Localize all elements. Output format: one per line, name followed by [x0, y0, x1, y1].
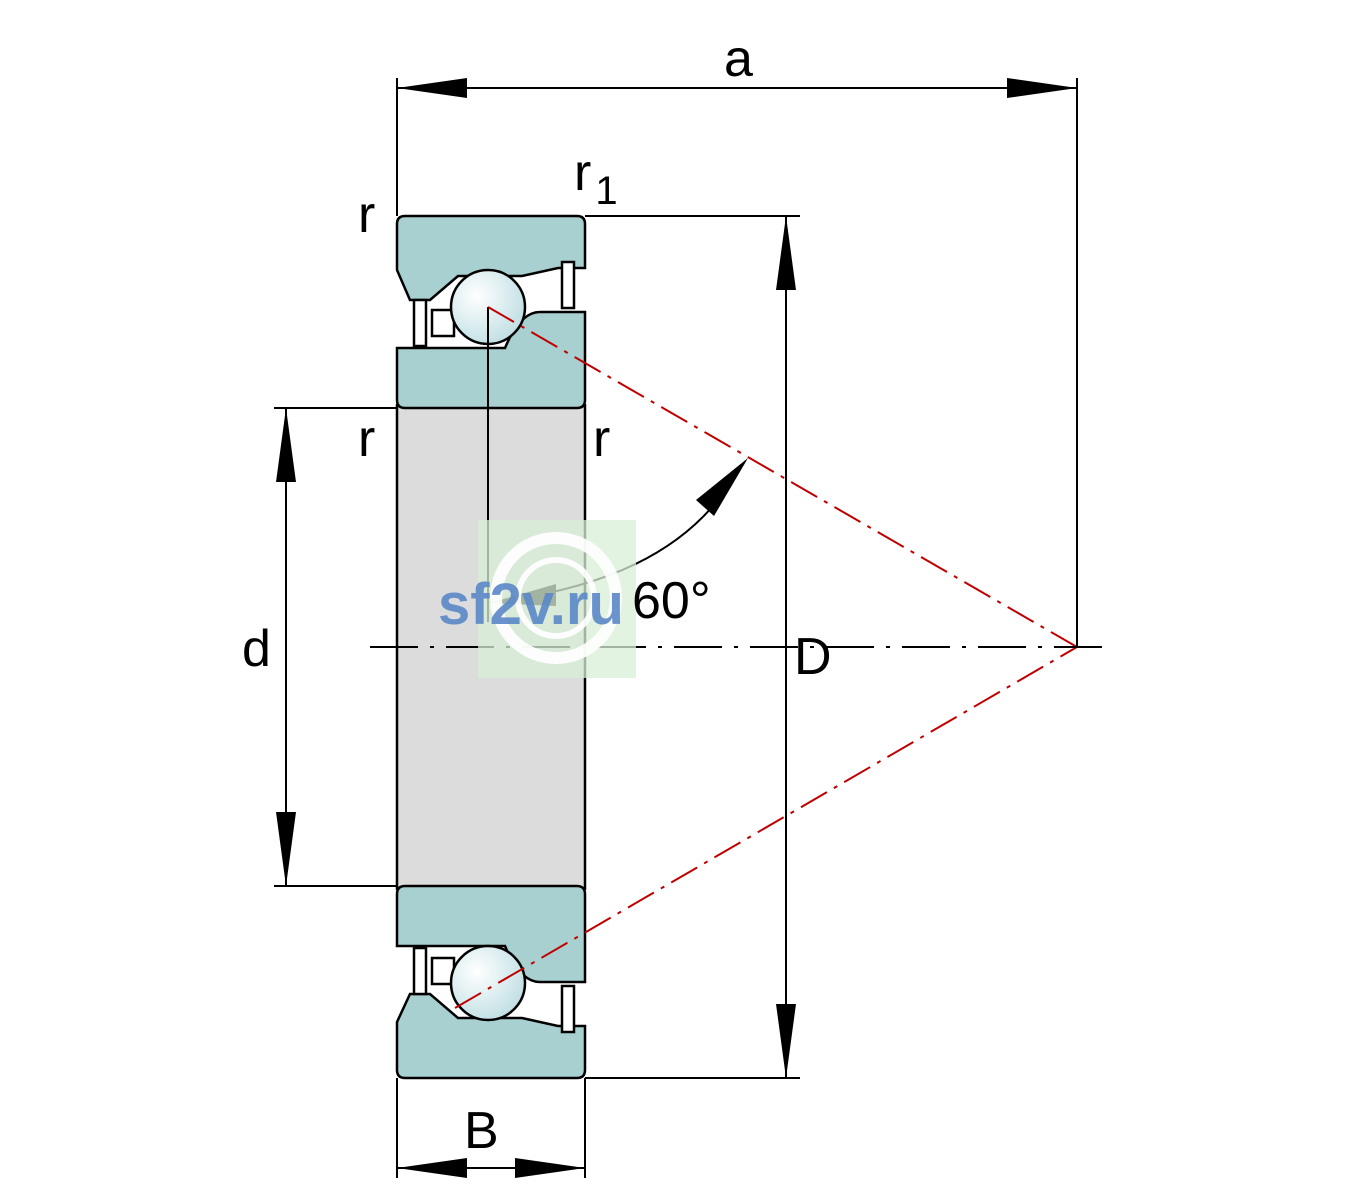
top-seal-left — [412, 298, 428, 348]
angle-arrow-head — [696, 458, 748, 516]
watermark-text: sf2v.ru — [438, 572, 624, 637]
a-arrow-right — [1007, 78, 1077, 98]
D-arrow-top — [776, 216, 796, 290]
watermark-bearing-icon — [490, 532, 622, 664]
contact-line-upper — [487, 306, 1078, 648]
contact-line-lower — [454, 646, 1078, 1009]
bottom-ring-section — [395, 884, 587, 1080]
D-arrow-bottom — [776, 1004, 796, 1078]
label-r-mid-left: r — [358, 410, 375, 468]
bottom-seal-right — [560, 984, 576, 1034]
top-seal-right — [560, 260, 576, 310]
B-arrow-left — [397, 1158, 467, 1178]
label-a: a — [724, 30, 753, 88]
watermark: sf2v.ru — [438, 520, 636, 678]
bottom-ball — [449, 944, 527, 1022]
d-arrow-bottom — [276, 812, 296, 886]
dimension-D — [585, 215, 800, 1079]
watermark-background — [478, 520, 636, 678]
bottom-housing-ring — [395, 992, 587, 1080]
label-r-top-left: r — [358, 186, 375, 244]
label-r1-base: r — [574, 144, 591, 202]
dimension-a — [396, 78, 1078, 647]
contact-lines — [454, 306, 1078, 1009]
dimension-d — [274, 407, 397, 887]
label-r-mid-right: r — [593, 410, 610, 468]
label-d: d — [242, 620, 271, 678]
top-ring-section — [395, 214, 587, 410]
d-arrow-top — [276, 408, 296, 482]
label-angle: 60° — [632, 572, 711, 630]
label-r1-subscript: 1 — [595, 169, 617, 213]
a-arrow-left — [397, 78, 467, 98]
B-arrow-right — [515, 1158, 585, 1178]
label-D: D — [794, 628, 832, 686]
dimension-B — [396, 1078, 586, 1178]
watermark-bearing-inner-icon — [515, 557, 597, 639]
label-B: B — [464, 1102, 499, 1160]
bottom-seal-left — [412, 946, 428, 996]
